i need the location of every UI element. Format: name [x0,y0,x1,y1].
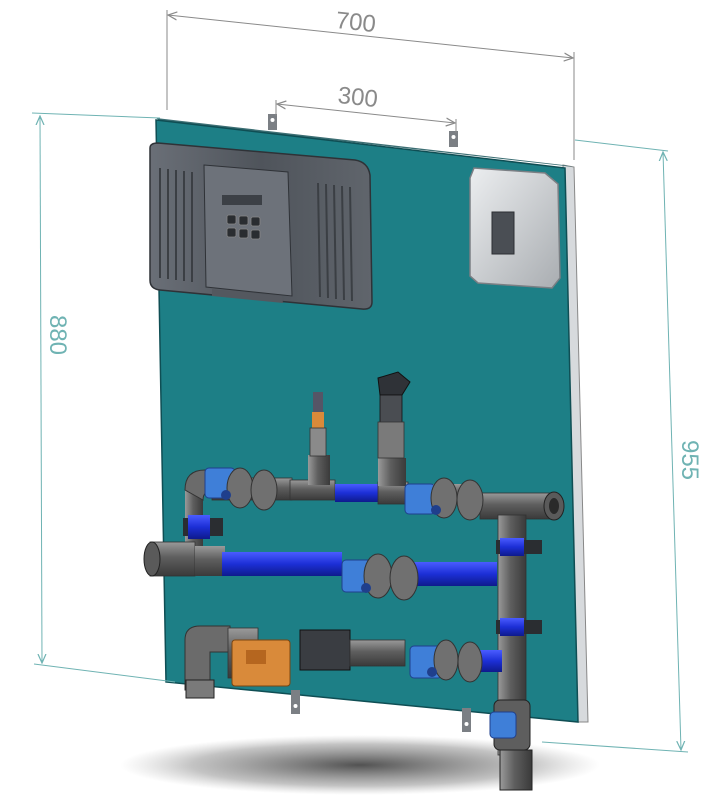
floor-shadow [120,735,600,795]
junction-box [469,167,561,289]
mounting-bracket-bottom-right [462,708,471,732]
dimension-overall-width: 700 [166,7,575,160]
temperature-sensor [309,392,327,457]
upper-left-valve [204,467,278,511]
dimension-valve-spacing: 300 [275,82,457,133]
controller-unit [149,142,373,310]
panel-top-edge [156,118,574,167]
middle-pipe-line [143,515,497,586]
mounting-bracket-top-right [449,131,458,147]
dimension-panel-height: 880 [31,112,176,683]
mounting-bracket-bottom-left [291,690,300,714]
valve-spacing-label: 300 [336,82,379,113]
dimension-overall-height: 955 [541,139,703,753]
overall-height-label: 955 [676,440,703,480]
upper-right-valve [404,477,484,521]
lower-valve [409,639,483,683]
overall-width-label: 700 [334,7,377,38]
flow-sensor [231,639,291,687]
mounting-bracket-top-left [268,114,277,130]
middle-valve [341,553,419,601]
panel-height-label: 880 [44,315,71,355]
vertical-pipe-right [489,514,542,791]
pressure-transducer [377,371,411,459]
